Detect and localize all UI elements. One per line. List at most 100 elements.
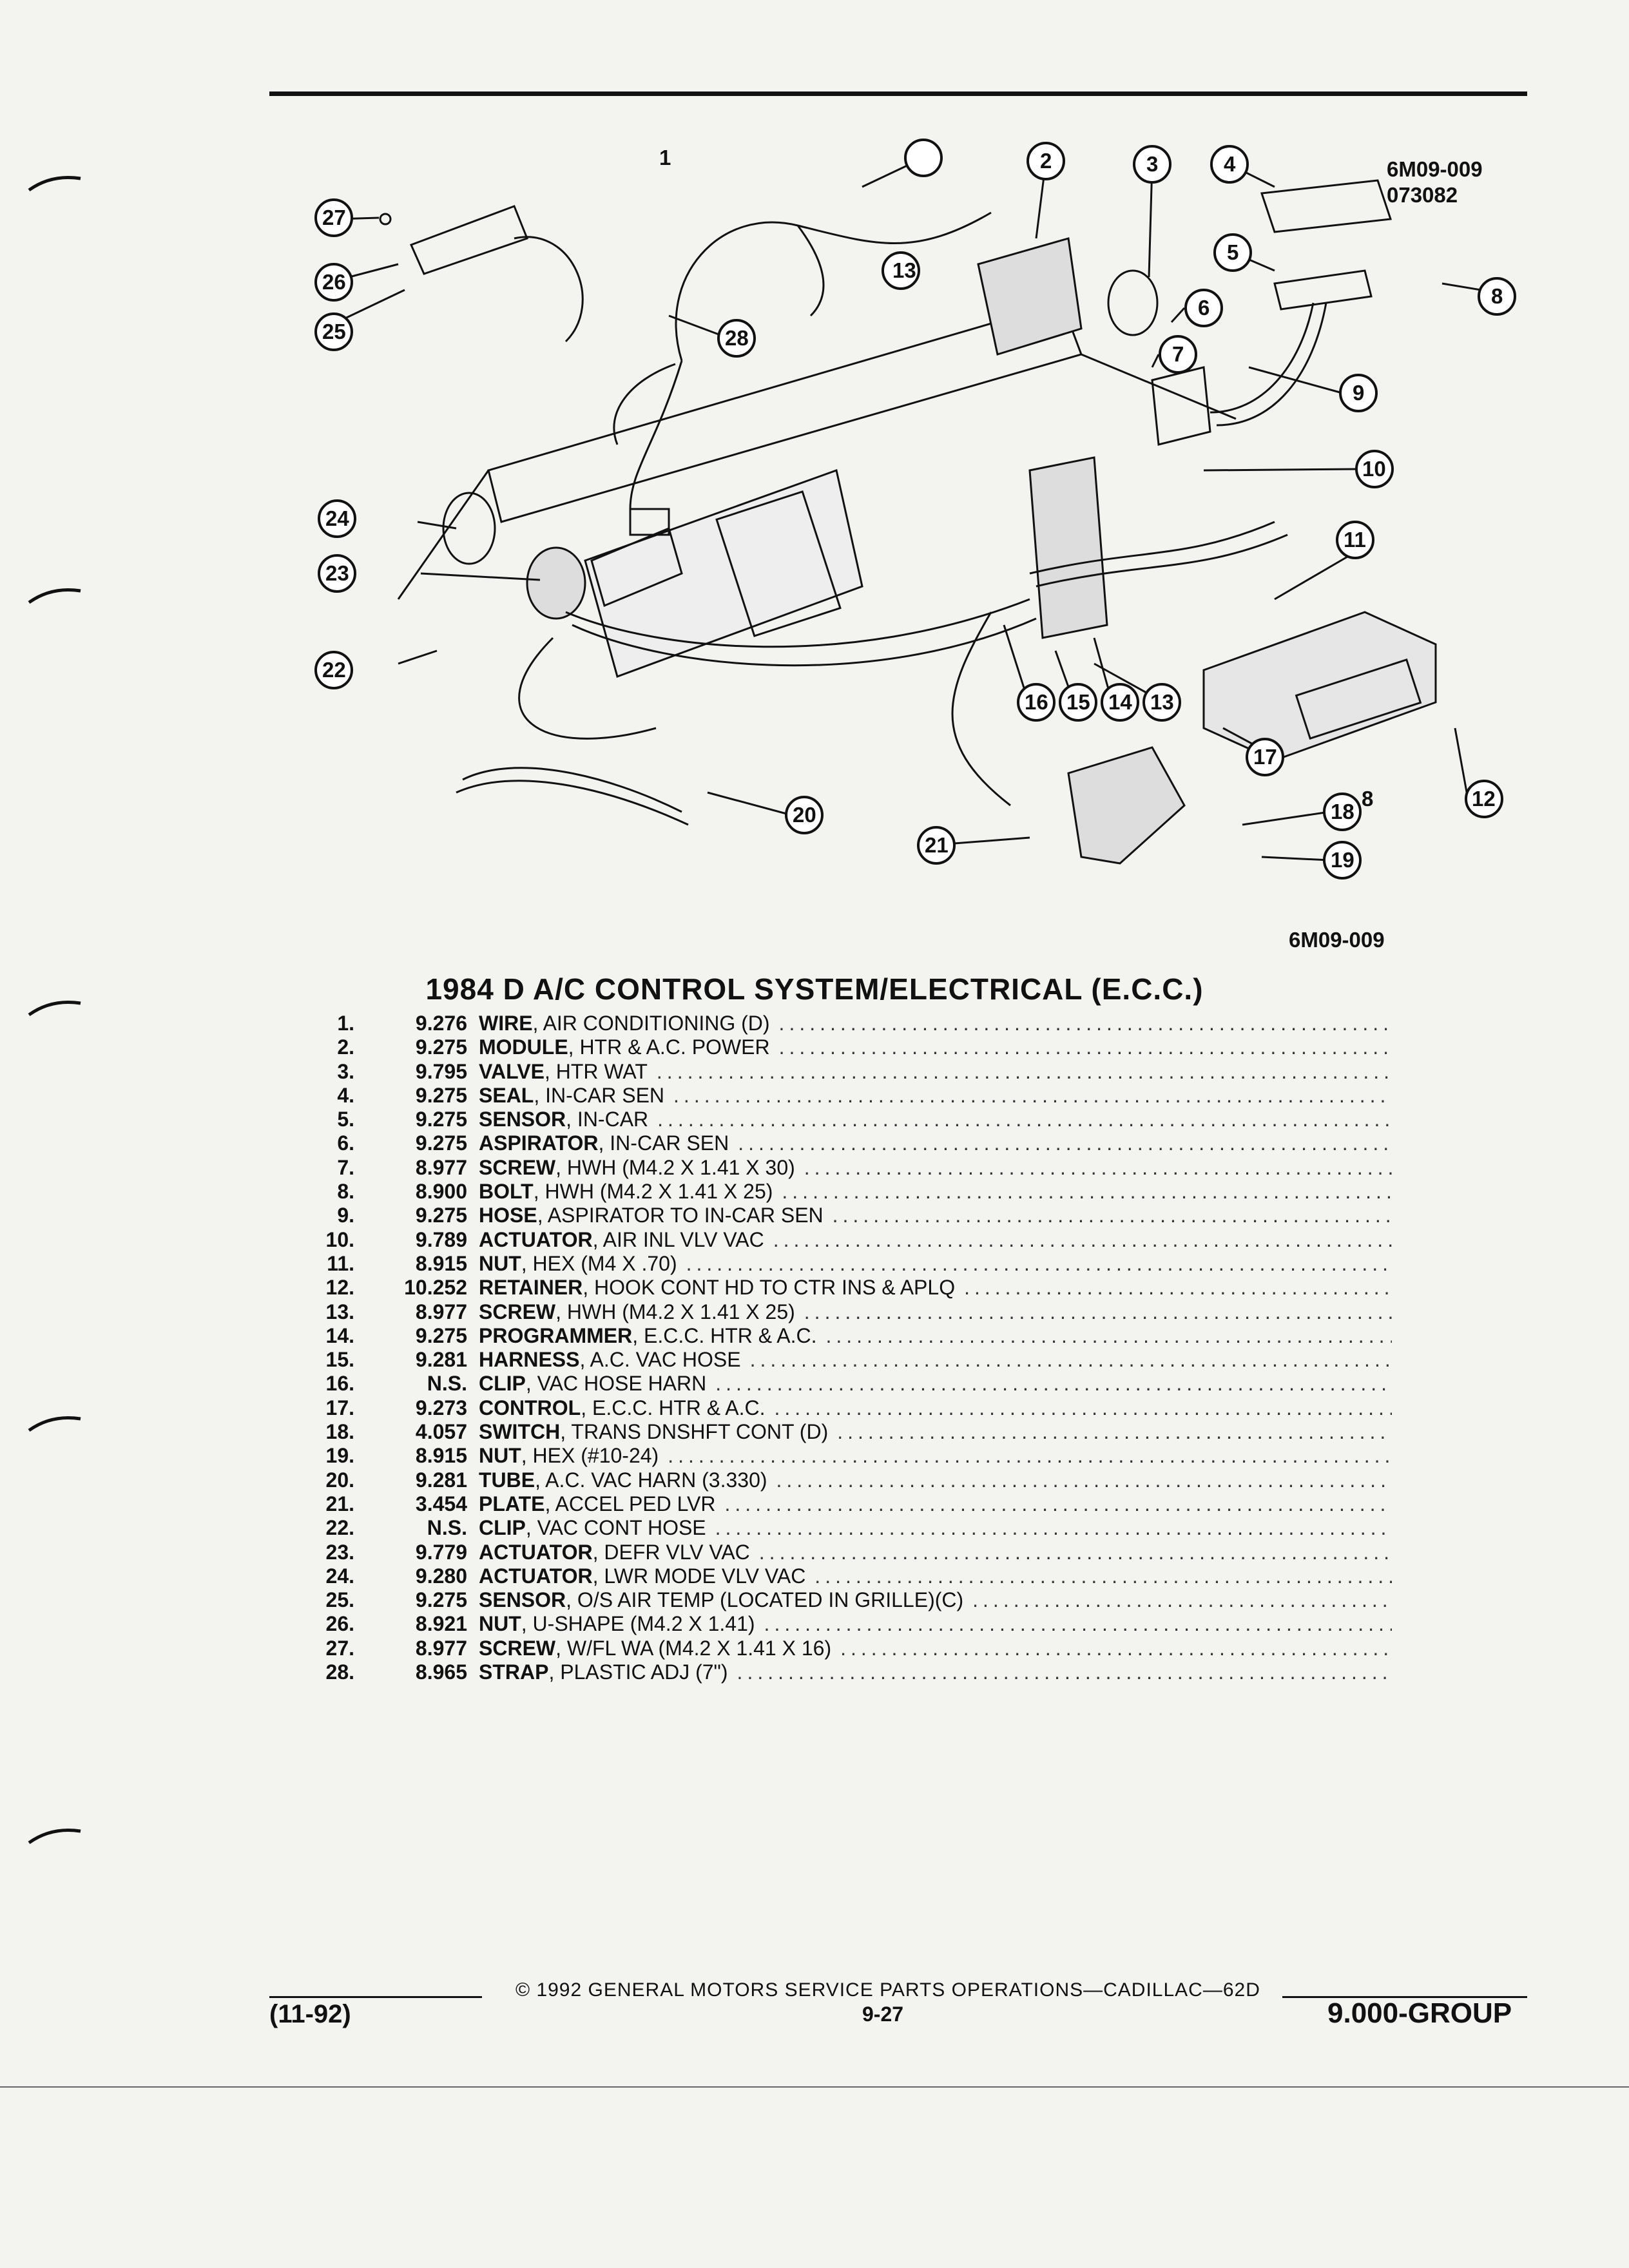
callout-24: 24 [325, 506, 349, 530]
leader-dots: ........................................… [804, 1300, 1392, 1323]
callout-8b: 8 [1362, 787, 1374, 811]
part-description: PROGRAMMER, E.C.C. HTR & A.C. [479, 1324, 816, 1348]
callout-22: 22 [322, 658, 346, 682]
part-description: NUT, HEX (M4 X .70) [479, 1252, 677, 1276]
part-detail: , TRANS DNSHFT CONT (D) [560, 1420, 829, 1444]
callout-11: 11 [1344, 528, 1366, 552]
bottom-rule [0, 2086, 1629, 2088]
part-name: PLATE [479, 1492, 545, 1515]
part-number: 9. [337, 1204, 354, 1227]
callout-13: 13 [1150, 690, 1174, 714]
scan-mark [28, 175, 81, 192]
part-description: WIRE, AIR CONDITIONING (D) [479, 1012, 770, 1035]
leader-dots: ........................................… [972, 1588, 1392, 1612]
leader-dots: ........................................… [738, 1131, 1392, 1155]
part-group: 9.779 [415, 1540, 467, 1564]
callout-7: 7 [1172, 342, 1184, 366]
part-name: PROGRAMMER [479, 1323, 633, 1347]
part-number: 3. [337, 1059, 354, 1083]
footer-copyright: © 1992 GENERAL MOTORS SERVICE PARTS OPER… [516, 1979, 1260, 2001]
diagram-linework [336, 157, 1481, 865]
part-number: 2. [337, 1035, 354, 1059]
part-name: HOSE [479, 1204, 537, 1227]
part-number: 16. [325, 1372, 354, 1396]
part-detail: , VAC CONT HOSE [525, 1516, 706, 1540]
part-description: ACTUATOR, AIR INL VLV VAC [479, 1228, 764, 1252]
callout-15: 15 [1066, 690, 1090, 714]
part-name: ACTUATOR [479, 1564, 593, 1588]
part-detail: , HTR WAT [544, 1059, 648, 1083]
part-name: TUBE [479, 1468, 535, 1492]
part-group: 9.275 [415, 1588, 467, 1612]
part-detail: , U-SHAPE (M4.2 X 1.41) [521, 1612, 755, 1636]
leader-dots: ........................................… [815, 1564, 1392, 1588]
part-detail: , E.C.C. HTR & A.C. [581, 1396, 766, 1419]
part-detail: , HTR & A.C. POWER [568, 1035, 770, 1059]
leader-dots: ........................................… [715, 1516, 1392, 1540]
part-group: N.S. [427, 1372, 467, 1396]
part-number: 17. [325, 1396, 354, 1419]
part-detail: , IN-CAR SEN [598, 1131, 729, 1155]
exploded-diagram [314, 139, 1516, 879]
part-number: 18. [325, 1420, 354, 1444]
part-name: CLIP [479, 1516, 526, 1540]
part-number: 26. [325, 1612, 354, 1636]
part-group: N.S. [427, 1516, 467, 1540]
footer-rule-left [269, 1996, 482, 1998]
callout-9: 9 [1353, 381, 1365, 405]
callout-28: 28 [725, 326, 749, 350]
part-name: VALVE [479, 1059, 545, 1083]
leader-dots: ........................................… [778, 1035, 1392, 1059]
leader-dots: ........................................… [764, 1612, 1392, 1636]
part-group: 9.789 [415, 1227, 467, 1251]
part-number: 27. [325, 1636, 354, 1660]
part-number: 15. [325, 1348, 354, 1372]
part-detail: , O/S AIR TEMP (LOCATED IN GRILLE)(C) [566, 1588, 964, 1612]
scan-mark [28, 1000, 81, 1017]
part-name: SCREW [479, 1300, 556, 1323]
part-detail: , IN-CAR SEN [534, 1083, 665, 1107]
leader-dots: ........................................… [749, 1348, 1392, 1372]
part-description: CONTROL, E.C.C. HTR & A.C. [479, 1396, 765, 1420]
leader-dots: ........................................… [825, 1323, 1392, 1347]
part-detail: , ASPIRATOR TO IN-CAR SEN [537, 1204, 824, 1227]
part-group: 3.454 [415, 1492, 467, 1515]
part-number: 21. [325, 1492, 354, 1515]
leader-dots: ........................................… [715, 1372, 1392, 1396]
footer-date: (11-92) [269, 2000, 351, 2028]
part-detail: , HWH (M4.2 X 1.41 X 25) [533, 1180, 773, 1204]
part-name: STRAP [479, 1660, 549, 1684]
part-description: SENSOR, O/S AIR TEMP (LOCATED IN GRILLE)… [479, 1588, 963, 1612]
leader-dots: ........................................… [832, 1204, 1392, 1227]
part-detail: , W/FL WA (M4.2 X 1.41 X 16) [555, 1636, 832, 1660]
part-detail: , AIR INL VLV VAC [592, 1227, 764, 1251]
leader-dots: ........................................… [964, 1276, 1392, 1300]
part-detail: , VAC HOSE HARN [525, 1372, 707, 1396]
part-number: 28. [325, 1660, 354, 1684]
leader-dots: ........................................… [837, 1420, 1392, 1444]
part-group: 10.252 [404, 1276, 467, 1300]
part-number: 1. [337, 1012, 354, 1035]
part-group: 8.977 [415, 1300, 467, 1323]
part-name: ASPIRATOR [479, 1131, 599, 1155]
part-group: 8.977 [415, 1636, 467, 1660]
callout-2: 2 [1040, 149, 1052, 173]
part-description: SCREW, HWH (M4.2 X 1.41 X 25) [479, 1300, 795, 1324]
callout-8: 8 [1491, 284, 1503, 308]
callout-23: 23 [325, 561, 349, 585]
part-group: 9.275 [415, 1083, 467, 1107]
part-group: 8.921 [415, 1612, 467, 1636]
parts-row: 16.N.S.CLIP, VAC HOSE HARN..............… [284, 1372, 1392, 1396]
part-description: ASPIRATOR, IN-CAR SEN [479, 1131, 729, 1155]
part-number: 22. [325, 1516, 354, 1540]
figure-code-bottom: 6M09-009 [1289, 928, 1385, 952]
part-description: STRAP, PLASTIC ADJ (7") [479, 1660, 728, 1684]
